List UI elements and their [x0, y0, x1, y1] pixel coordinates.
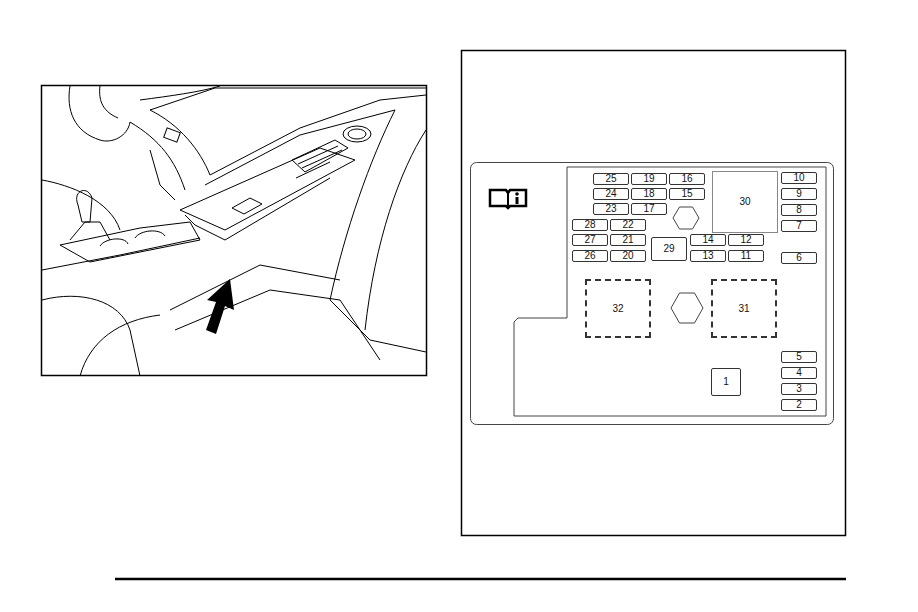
fuse-box: 27	[572, 234, 608, 246]
fuse-number: 24	[605, 189, 616, 199]
pointer-arrow	[206, 279, 234, 334]
fuse-number: 14	[702, 235, 713, 245]
fuse-box: 22	[610, 219, 646, 231]
panel-frame	[462, 51, 846, 536]
fuse-number: 6	[796, 253, 802, 263]
fuse-box: 6	[781, 252, 817, 264]
fuse-block-inner	[514, 167, 826, 416]
fuse-box: 3	[781, 383, 817, 395]
fuse-box: 7	[781, 220, 817, 232]
fuse-box: 17	[631, 203, 667, 215]
hex-stud	[671, 293, 703, 323]
hex-stud	[673, 207, 699, 229]
fuse-block-outline	[471, 163, 834, 425]
fuse-number: 11	[741, 251, 751, 261]
fuse-number: 12	[740, 235, 751, 245]
fuse-box: 30	[712, 171, 778, 233]
fuse-number: 5	[796, 352, 802, 362]
fuse-number: 20	[622, 251, 633, 261]
fuse-box: 24	[593, 188, 629, 200]
fuse-number: 4	[796, 368, 802, 378]
fuse-number: 7	[796, 221, 802, 231]
fuse-box: 28	[572, 219, 608, 231]
fuse-box: 25	[593, 173, 629, 185]
fuse-box: 5	[781, 351, 817, 363]
fuse-number: 1	[723, 377, 729, 387]
fuse-box: 21	[610, 234, 646, 246]
fuse-box: 16	[669, 173, 705, 185]
fuse-number: 31	[738, 304, 749, 314]
fuse-number: 13	[702, 251, 713, 261]
fuse-box: 15	[669, 188, 705, 200]
fuse-number: 15	[681, 189, 692, 199]
illustration-frame	[42, 86, 427, 376]
owner-manual-icon	[490, 190, 526, 208]
glovebox-illustration	[42, 86, 426, 376]
fuse-number: 19	[643, 174, 654, 184]
fuse-number: 26	[584, 251, 595, 261]
fuse-number: 17	[643, 204, 654, 214]
fuse-number: 16	[681, 174, 692, 184]
fuse-box: 20	[610, 250, 646, 262]
fuse-box: 9	[781, 188, 817, 200]
fuse-number: 2	[796, 400, 802, 410]
page-rule	[115, 578, 846, 581]
fuse-box: 14	[690, 234, 726, 246]
fuse-number: 30	[739, 197, 750, 207]
fuse-box: 13	[690, 250, 726, 262]
fuse-number: 29	[663, 244, 674, 254]
fuse-number: 28	[584, 220, 595, 230]
fuse-box: 29	[651, 237, 687, 261]
fuse-box: 11	[728, 250, 764, 262]
fuse-number: 32	[612, 304, 623, 314]
fuse-box: 1	[711, 368, 741, 396]
fuse-number: 23	[605, 204, 616, 214]
fuse-box: 23	[593, 203, 629, 215]
fuse-number: 27	[584, 235, 595, 245]
fuse-box: 8	[781, 204, 817, 216]
fuse-number: 9	[796, 189, 802, 199]
relay-box: 31	[711, 279, 777, 338]
fuse-number: 25	[605, 174, 616, 184]
fuse-number: 22	[622, 220, 633, 230]
fuse-number: 21	[622, 235, 633, 245]
fuse-box: 12	[728, 234, 764, 246]
fuse-box: 18	[631, 188, 667, 200]
fuse-number: 3	[796, 384, 802, 394]
relay-box: 32	[585, 279, 651, 338]
fuse-number: 18	[643, 189, 654, 199]
fuse-box: 26	[572, 250, 608, 262]
fuse-box: 2	[781, 399, 817, 411]
fuse-box: 4	[781, 367, 817, 379]
fuse-box: 10	[781, 172, 817, 184]
fuse-number: 8	[796, 205, 802, 215]
fuse-number: 10	[793, 173, 804, 183]
fuse-box: 19	[631, 173, 667, 185]
